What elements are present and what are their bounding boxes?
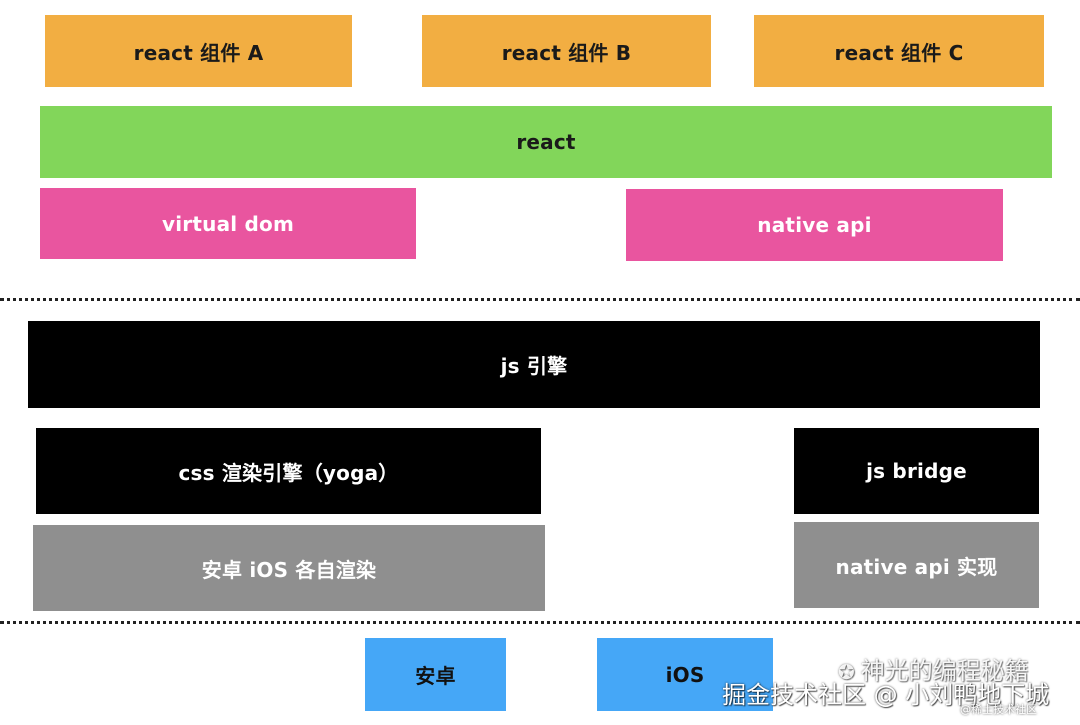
layer-divider-bottom [0, 621, 1080, 624]
platform-render-label: 安卓 iOS 各自渲染 [201, 557, 377, 582]
layer-divider-top [0, 298, 1080, 301]
react-component-c-label: react 组件 C [834, 40, 964, 65]
android-label: 安卓 [415, 664, 456, 688]
js-engine-label: js 引擎 [500, 354, 568, 378]
ios-label: iOS [665, 662, 705, 687]
react-component-b-box: react 组件 B [422, 15, 711, 87]
css-render-engine-box: css 渲染引擎（yoga） [36, 428, 541, 514]
platform-render-box: 安卓 iOS 各自渲染 [33, 525, 545, 611]
android-box: 安卓 [365, 638, 506, 711]
react-component-b-label: react 组件 B [501, 40, 632, 65]
react-component-a-label: react 组件 A [133, 40, 264, 65]
native-api-impl-box: native api 实现 [794, 522, 1039, 608]
virtual-dom-label: virtual dom [162, 211, 294, 236]
js-bridge-label: js bridge [866, 459, 967, 483]
wechat-icon: ✪ [838, 660, 855, 684]
native-api-label: native api [757, 213, 872, 237]
virtual-dom-box: virtual dom [40, 188, 416, 259]
react-component-c-box: react 组件 C [754, 15, 1044, 87]
native-api-impl-label: native api 实现 [835, 554, 998, 579]
js-engine-box: js 引擎 [28, 321, 1040, 408]
js-bridge-box: js bridge [794, 428, 1039, 514]
ios-box: iOS [597, 638, 773, 711]
css-render-engine-label: css 渲染引擎（yoga） [178, 460, 399, 485]
wechat-watermark: ✪神光的编程秘籍 [838, 651, 1029, 686]
native-api-box: native api [626, 189, 1003, 261]
wechat-watermark-text: 神光的编程秘籍 [860, 657, 1029, 685]
react-label: react [516, 130, 576, 154]
juejin-watermark: 掘金技术社区 @ 小刘鸭地下城 [722, 681, 1050, 709]
react-box: react [40, 106, 1052, 178]
react-component-a-box: react 组件 A [45, 15, 352, 87]
xitu-watermark: @稀土技术社区 [960, 703, 1037, 716]
